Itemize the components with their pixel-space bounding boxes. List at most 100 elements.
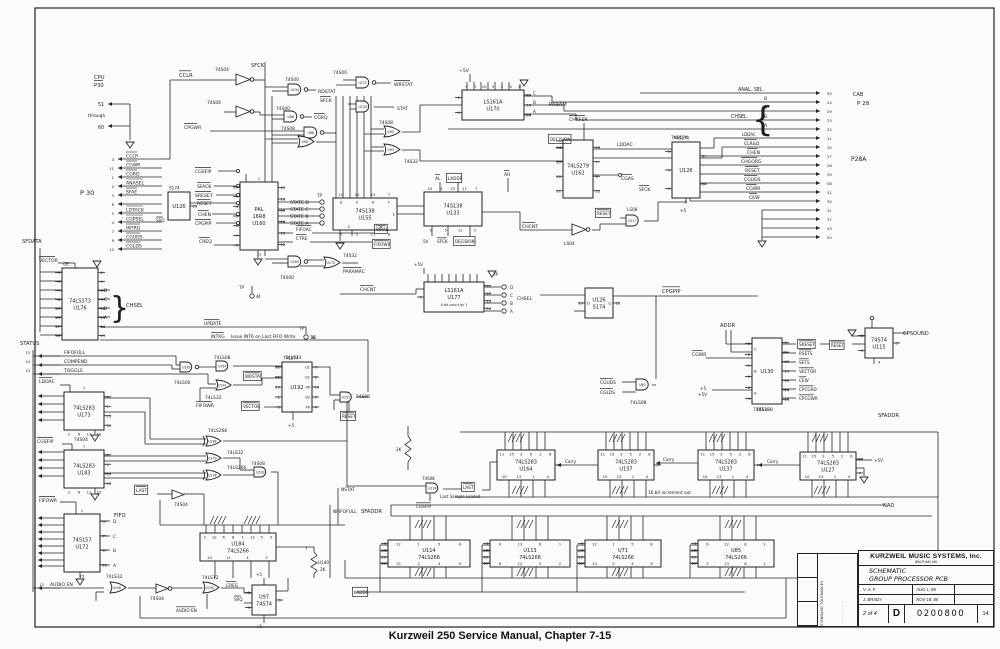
label-vector: VECTOR <box>243 404 260 409</box>
label-p28a: P28A <box>851 156 867 163</box>
svg-text:74LS266: 74LS266 <box>519 555 541 561</box>
svg-text:5: 5 <box>445 228 448 233</box>
label-reset: RESET <box>342 414 356 419</box>
label-nstat: NSTAT <box>341 487 355 493</box>
svg-text:5: 5 <box>631 542 634 547</box>
label-decision: DECISION <box>455 239 474 244</box>
label-laddr: LADDR <box>448 176 463 181</box>
svg-text:5: 5 <box>831 454 834 459</box>
svg-text:4: 4 <box>501 84 504 89</box>
svg-text:11: 11 <box>371 232 376 237</box>
svg-text:U90: U90 <box>302 140 308 144</box>
svg-text:26: 26 <box>827 163 832 168</box>
svg-text:5: 5 <box>112 211 115 216</box>
svg-text:10: 10 <box>109 247 114 252</box>
gate-u134-6: U134 <box>355 100 370 113</box>
ground-icon <box>125 141 135 149</box>
svg-text:5: 5 <box>356 232 359 237</box>
testpoint-icon <box>319 220 325 226</box>
label-srq: SRQ <box>156 218 164 223</box>
svg-text:29: 29 <box>827 172 832 177</box>
drawing-size: D <box>889 605 905 623</box>
svg-text:13: 13 <box>617 474 622 479</box>
label-nfifofull: NFIFOFULL <box>333 509 357 515</box>
svg-text:74S138: 74S138 <box>756 407 773 413</box>
gate-u175-11: U175 <box>323 256 341 269</box>
drawn-by: V. A. F. <box>859 585 914 594</box>
label-ah: AH <box>504 172 510 178</box>
svg-text:U190: U190 <box>206 586 214 590</box>
svg-text:8: 8 <box>112 202 115 207</box>
svg-text:1: 1 <box>612 542 615 547</box>
ground-icon <box>92 260 102 268</box>
gate-u88-4: U88 <box>303 126 325 139</box>
label-5v: +5V <box>874 458 883 463</box>
gate-u93-9: U93 <box>383 143 401 156</box>
svg-text:U183: U183 <box>77 471 90 477</box>
svg-text:0: 0 <box>356 200 359 205</box>
label-stat: STAT <box>397 106 408 112</box>
label-74s32: 74S32 <box>404 159 418 165</box>
ground-symbols <box>75 79 869 586</box>
svg-text:CGRD: CGRD <box>126 172 140 178</box>
svg-text:U88: U88 <box>308 131 314 135</box>
svg-text:F: F <box>388 200 390 205</box>
svg-text:3: 3 <box>720 452 723 457</box>
label-74s04: 74S04 <box>207 100 221 106</box>
svg-text:4: 4 <box>547 474 550 479</box>
svg-text:7: 7 <box>388 192 391 197</box>
svg-text:U130: U130 <box>760 369 773 375</box>
svg-text:11: 11 <box>109 166 114 171</box>
label-carry: Carry <box>565 459 577 464</box>
gate-u167-13: U167 <box>215 360 229 372</box>
label-cpgwr: CPGWR <box>184 125 202 131</box>
gate-inv-26 <box>155 583 173 594</box>
svg-text:6: 6 <box>648 452 651 457</box>
svg-text:SFAE: SFAE <box>126 190 137 196</box>
svg-text:37: 37 <box>827 217 832 222</box>
svg-text:15: 15 <box>812 454 817 459</box>
label-ctre: CTRE <box>296 236 308 242</box>
svg-text:15: 15 <box>97 490 102 495</box>
svg-text:U177: U177 <box>447 295 460 301</box>
svg-text:U97: U97 <box>259 595 269 601</box>
svg-text:2: 2 <box>612 561 615 566</box>
svg-text:74LS266: 74LS266 <box>612 555 634 561</box>
notes-column: STANDARD TOLERANCES ·· ··· ·· ···· ·· ··… <box>818 554 857 626</box>
svg-text:2: 2 <box>739 452 742 457</box>
svg-text:U162: U162 <box>571 171 584 177</box>
svg-text:15: 15 <box>371 192 376 197</box>
svg-text:2: 2 <box>539 452 542 457</box>
label-carry: Carry <box>767 459 779 464</box>
svg-text:74LS283: 74LS283 <box>615 460 637 466</box>
ic-u170: LS161AU1709710345612121314 <box>455 84 532 121</box>
svg-text:U127: U127 <box>821 468 834 474</box>
svg-text:OE: OE <box>63 262 69 267</box>
svg-text:4: 4 <box>112 220 115 225</box>
company-city: WALTHAM, MA <box>914 560 938 564</box>
label-last: LAST <box>136 488 147 494</box>
label-a: A <box>104 315 107 321</box>
label-c: C <box>533 91 536 96</box>
label-wrstat: WRSTAT <box>394 82 413 88</box>
svg-text:11: 11 <box>87 432 92 437</box>
label-chgorg: CHGORG <box>741 159 762 165</box>
gate-inv-2 <box>235 105 255 118</box>
svg-text:CGLDS: CGLDS <box>126 244 142 250</box>
ic-u97: U9774S74235 <box>245 584 283 616</box>
label-cpcgrd: CPCGRD <box>799 387 817 392</box>
label-74s08: 74S08 <box>379 120 393 126</box>
label-15: 15 <box>25 351 30 355</box>
svg-text:S174: S174 <box>593 305 606 311</box>
label-intrg: INTRG <box>211 334 225 340</box>
svg-text:16R8: 16R8 <box>252 214 265 220</box>
drawing-rev: 14 <box>982 611 989 617</box>
ic-u130: U13074S138321564791011131415CBA <box>745 337 790 413</box>
svg-text:LS161A: LS161A <box>484 100 504 106</box>
svg-text:CGPSEL: CGPSEL <box>126 217 144 223</box>
label-chen: CHEN <box>747 150 760 156</box>
